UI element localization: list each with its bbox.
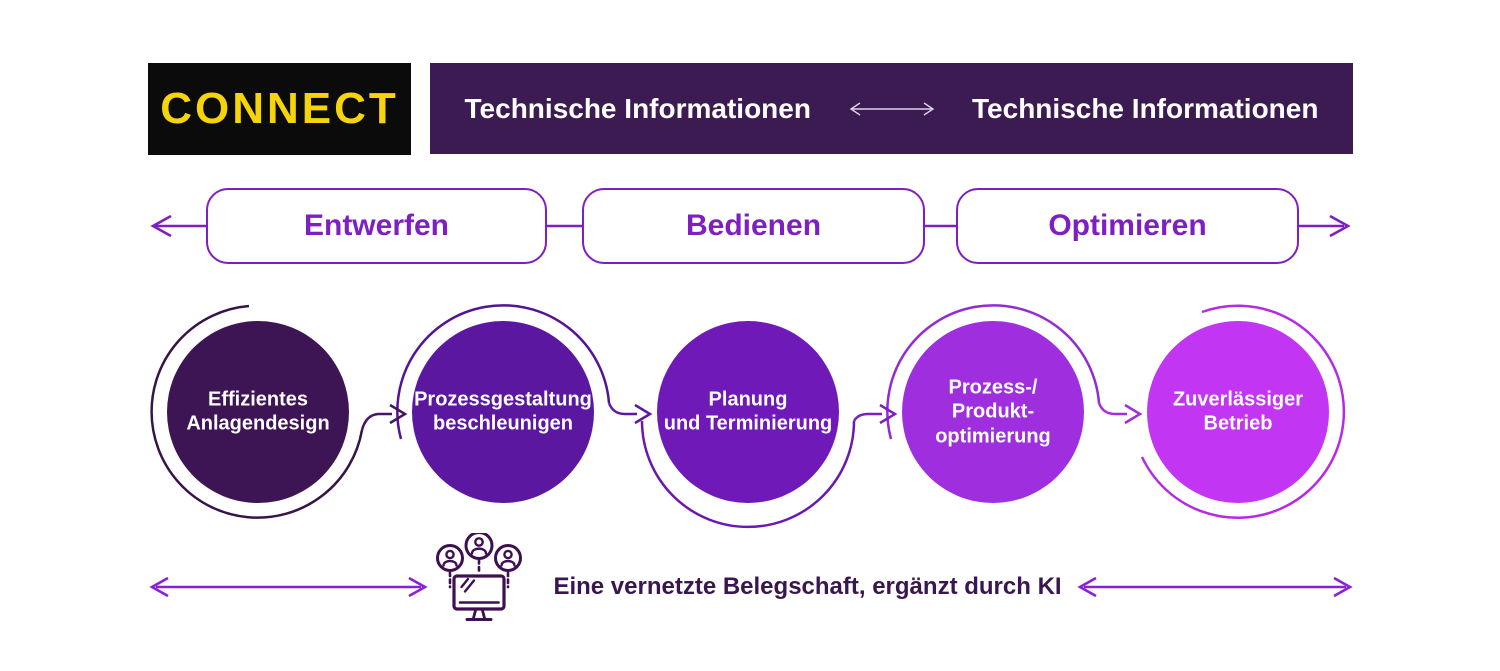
phase-box-entwerfen: Entwerfen (206, 188, 547, 264)
step-circle-optimierung (902, 321, 1084, 503)
step-arc (1140, 304, 1346, 519)
step-circle-prozessgestaltung (412, 321, 594, 503)
phase-flow-arrows (150, 214, 1351, 238)
phase-label: Optimieren (1048, 209, 1207, 242)
connected-workforce-icon (436, 533, 522, 621)
footer-span-arrows (149, 576, 1353, 598)
dashed-link-lines (448, 558, 510, 589)
step-label: Zuverlässiger Betrieb (1172, 388, 1304, 435)
header-banner: Technische Informationen Technische Info… (430, 63, 1353, 154)
step-arc (886, 304, 1101, 440)
monitor-icon (452, 574, 506, 621)
step-connector-arrow-icon (607, 402, 653, 425)
double-arrow-icon (849, 101, 934, 116)
phase-box-optimieren: Optimieren (956, 188, 1299, 264)
connect-logo-text: CONNECT (160, 84, 399, 133)
step-circle-betrieb (1147, 321, 1329, 503)
step-arc (150, 304, 364, 519)
user-icon (436, 544, 464, 572)
step-connector-arrow-icon (1097, 402, 1143, 425)
connect-logo: CONNECT (148, 63, 411, 155)
phase-left-arrow-icon (150, 214, 206, 238)
step-connector-arrow-icon (852, 403, 898, 425)
banner-label-right: Technische Informationen (972, 92, 1319, 124)
user-icon (464, 533, 494, 560)
step-circle-anlagendesign (167, 321, 349, 503)
phase-label: Entwerfen (303, 209, 450, 242)
step-label: Planung und Terminierung (663, 388, 833, 435)
phase-label: Bedienen (685, 209, 822, 242)
step-arc (640, 420, 856, 529)
banner-label-left: Technische Informationen (464, 92, 811, 124)
footer-left-arrow-icon (149, 576, 428, 598)
step-connector-arrow-icon (360, 403, 408, 431)
footer-caption: Eine vernetzte Belegschaft, ergänzt durc… (553, 573, 1062, 600)
step-circle-planung (657, 321, 839, 503)
phase-right-arrow-icon (1299, 214, 1351, 238)
user-icon (494, 544, 522, 572)
step-label: Prozessgestaltung beschleunigen (414, 388, 592, 435)
step-label: Prozess-/ Produkt- optimierung (935, 376, 1051, 448)
step-arc (396, 304, 611, 440)
footer-right-arrow-icon (1077, 576, 1353, 598)
step-label: Effizientes Anlagendesign (186, 388, 330, 435)
phase-box-bedienen: Bedienen (582, 188, 925, 264)
process-steps-graphic (150, 304, 1346, 529)
